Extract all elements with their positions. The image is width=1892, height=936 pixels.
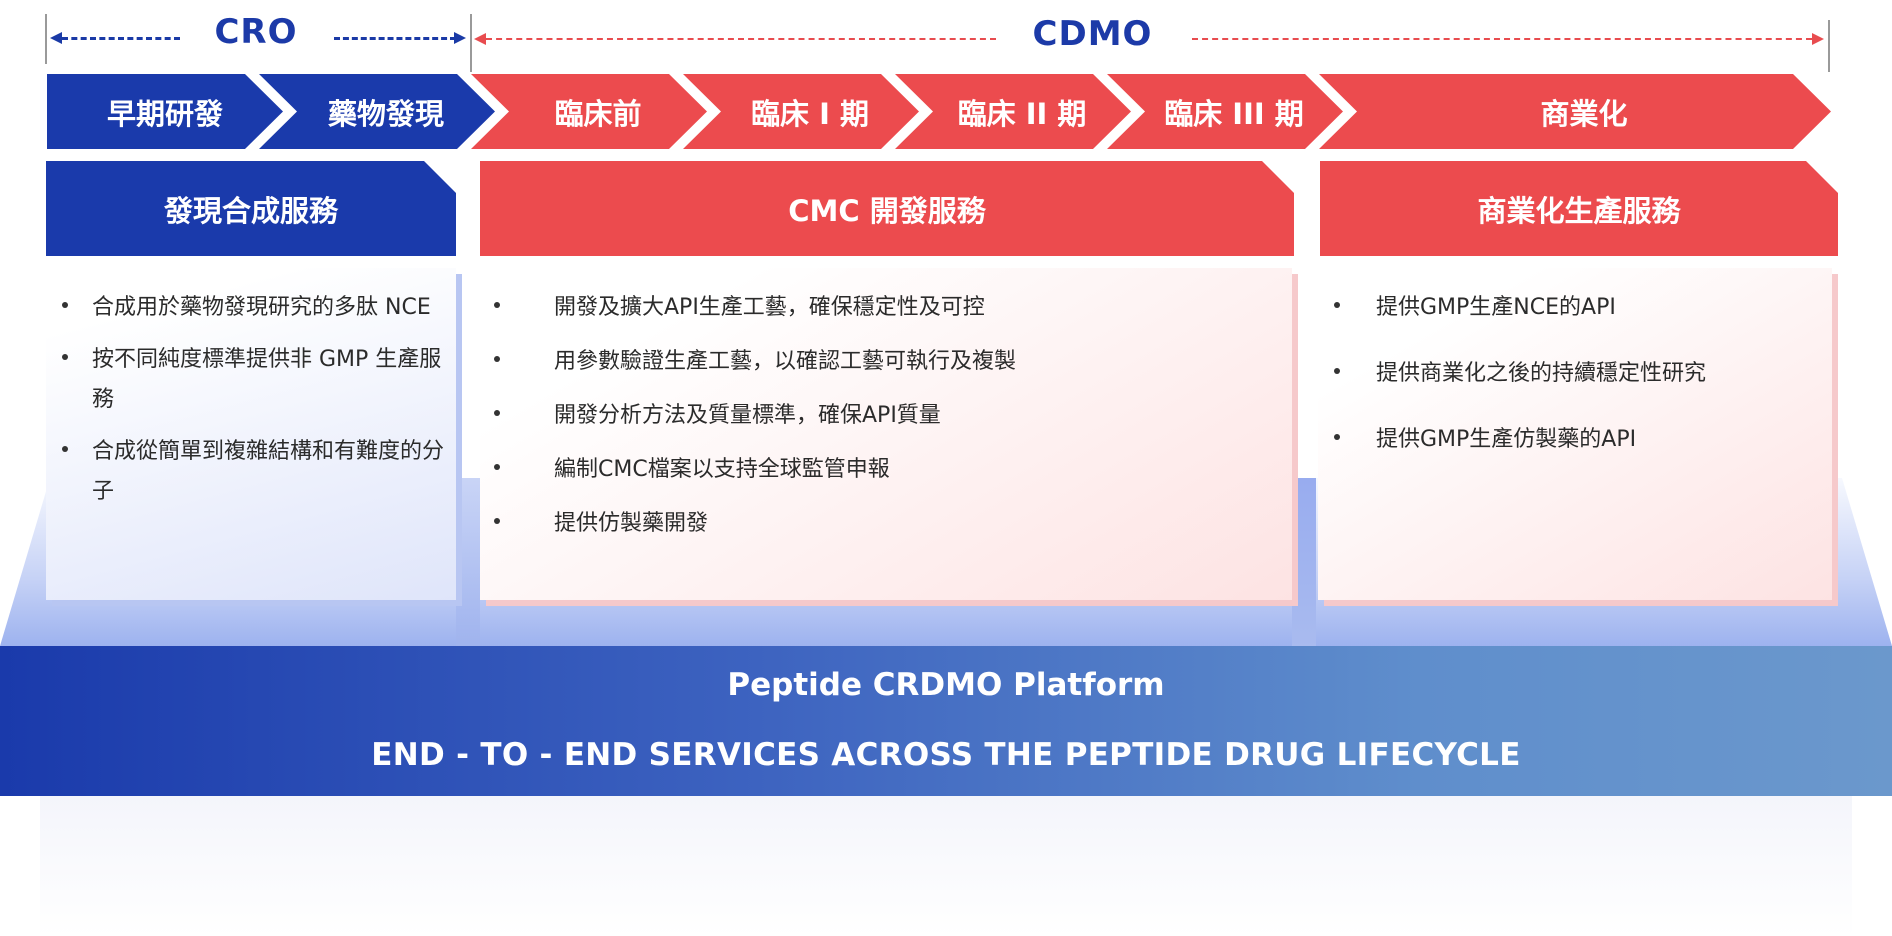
- list-item: 合成從簡單到複雜結構和有難度的分子: [62, 432, 447, 512]
- range-divider-line: [470, 14, 472, 72]
- commercial-list: 提供GMP生產NCE的API 提供商業化之後的持續穩定性研究 提供GMP生產仿製…: [1334, 288, 1824, 486]
- list-item: 提供商業化之後的持續穩定性研究: [1334, 354, 1824, 394]
- cdmo-right-arrowhead: [1812, 33, 1824, 45]
- stage-early-research: 早期研發: [47, 74, 283, 149]
- stage-drug-discovery: 藥物發現: [259, 74, 495, 149]
- stage-clinical-1: 臨床 I 期: [683, 74, 919, 149]
- stage-preclinical: 臨床前: [471, 74, 707, 149]
- stage-clinical-2: 臨床 II 期: [895, 74, 1131, 149]
- discovery-list: 合成用於藥物發現研究的多肽 NCE 按不同純度標準提供非 GMP 生產服務 合成…: [62, 288, 447, 524]
- platform-banner: Peptide CRDMO Platform END - TO - END SE…: [0, 646, 1892, 796]
- list-item: 合成用於藥物發現研究的多肽 NCE: [62, 288, 447, 328]
- list-item: 提供GMP生產NCE的API: [1334, 288, 1824, 328]
- stage-commercial: 商業化: [1319, 74, 1831, 149]
- list-item: 提供仿製藥開發: [494, 504, 1274, 544]
- list-item: 開發及擴大API生產工藝，確保穩定性及可控: [494, 288, 1274, 328]
- cdmo-right-dash: [1192, 38, 1812, 40]
- cro-left-dash: [62, 37, 180, 40]
- cdmo-left-arrowhead: [474, 33, 486, 45]
- list-item: 用參數驗證生產工藝，以確認工藝可執行及複製: [494, 342, 1274, 382]
- cdmo-left-dash: [486, 38, 996, 40]
- list-item: 提供GMP生產仿製藥的API: [1334, 420, 1824, 460]
- panel-connector-left: [456, 478, 480, 648]
- list-item: 開發分析方法及質量標準，確保API質量: [494, 396, 1274, 436]
- service-header-discovery: 發現合成服務: [46, 161, 456, 256]
- cro-right-arrowhead: [454, 32, 466, 44]
- stage-clinical-3: 臨床 III 期: [1107, 74, 1343, 149]
- cro-left-arrowhead: [50, 32, 62, 44]
- cro-right-dash: [334, 37, 456, 40]
- platform-reflection: [40, 796, 1852, 936]
- service-header-cmc: CMC 開發服務: [480, 161, 1294, 256]
- platform-subtitle: END - TO - END SERVICES ACROSS THE PEPTI…: [371, 737, 1521, 773]
- service-header-commercial: 商業化生產服務: [1320, 161, 1838, 256]
- cro-label: CRO: [214, 12, 298, 52]
- platform-title: Peptide CRDMO Platform: [727, 667, 1165, 703]
- cmc-list: 開發及擴大API生產工藝，確保穩定性及可控 用參數驗證生產工藝，以確認工藝可執行…: [494, 288, 1274, 558]
- list-item: 編制CMC檔案以支持全球監管申報: [494, 450, 1274, 490]
- service-panel-commercial: 提供GMP生產NCE的API 提供商業化之後的持續穩定性研究 提供GMP生產仿製…: [1318, 268, 1832, 600]
- range-start-line: [45, 14, 47, 64]
- panel-connector-right: [1292, 478, 1316, 648]
- cdmo-label: CDMO: [1032, 14, 1153, 54]
- list-item: 按不同純度標準提供非 GMP 生產服務: [62, 340, 447, 420]
- service-panel-cmc: 開發及擴大API生產工藝，確保穩定性及可控 用參數驗證生產工藝，以確認工藝可執行…: [480, 268, 1292, 600]
- range-end-line: [1828, 20, 1830, 72]
- service-panel-discovery: 合成用於藥物發現研究的多肽 NCE 按不同純度標準提供非 GMP 生產服務 合成…: [46, 268, 456, 600]
